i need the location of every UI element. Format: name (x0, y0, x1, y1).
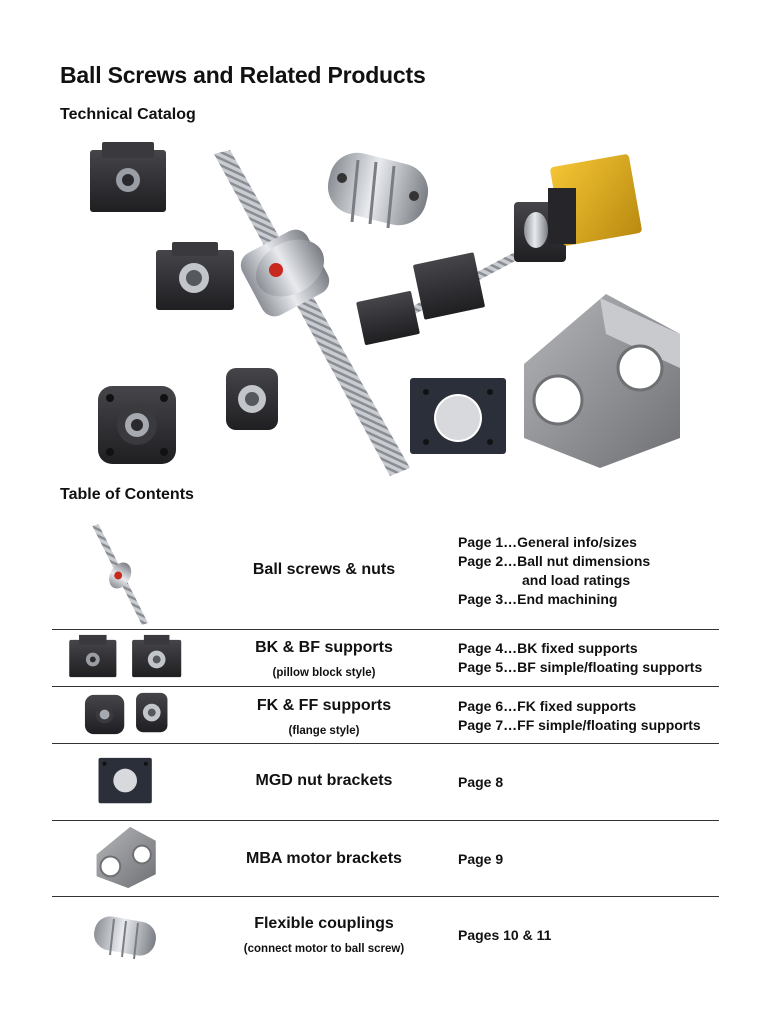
table-of-contents: Ball screws & nuts Page 1…General info/s… (52, 520, 719, 977)
coupling-icon (94, 916, 156, 960)
toc-item-name: MBA motor brackets (246, 850, 402, 867)
toc-row-mgd: MGD nut brackets Page 8 (52, 744, 719, 821)
toc-page-ref: Page 3…End machining (458, 591, 618, 607)
flange-support-icon (84, 692, 168, 735)
page-title: Ball Screws and Related Products (60, 62, 426, 88)
toc-item-name: MGD nut brackets (255, 772, 393, 789)
toc-item-name-cell: BK & BF supports (pillow block style) (224, 639, 424, 679)
motor-assembly-image (356, 154, 642, 345)
ball-screw-image (214, 150, 410, 476)
toc-row-fk-ff: FK & FF supports (flange style) Page 6…F… (52, 687, 719, 744)
toc-page-refs: Page 6…FK fixed supports Page 7…FF simpl… (458, 697, 701, 735)
toc-page-ref: Page 9 (458, 851, 504, 867)
toc-heading: Table of Contents (60, 486, 194, 503)
toc-row-couplings: Flexible couplings (connect motor to bal… (52, 897, 719, 977)
toc-page-ref: Pages 10 & 11 (458, 927, 552, 943)
toc-row-mba: MBA motor brackets Page 9 (52, 821, 719, 897)
pillow-block-icon (69, 634, 182, 678)
toc-item-name-cell: FK & FF supports (flange style) (224, 697, 424, 737)
toc-page-ref: Page 8 (458, 774, 504, 790)
toc-page-refs: Page 9 (458, 850, 503, 869)
nut-bracket-icon (98, 757, 152, 804)
toc-item-note: (pillow block style) (272, 667, 376, 679)
toc-page-refs: Page 4…BK fixed supports Page 5…BF simpl… (458, 639, 702, 677)
fk-flange-icon (98, 386, 176, 464)
toc-page-ref: Page 5…BF simple/floating supports (458, 659, 703, 675)
toc-page-ref: Page 7…FF simple/floating supports (458, 717, 701, 733)
motor-bracket-icon (96, 826, 156, 889)
bf-support-icon (156, 242, 234, 310)
page-subtitle: Technical Catalog (60, 106, 196, 123)
toc-item-name-cell: Ball screws & nuts (224, 561, 424, 579)
toc-page-ref: and load ratings (522, 572, 631, 588)
toc-row-bk-bf: BK & BF supports (pillow block style) Pa… (52, 630, 719, 687)
toc-item-name: FK & FF supports (256, 697, 392, 714)
toc-item-name-cell: MBA motor brackets (224, 850, 424, 868)
ff-flange-icon (226, 368, 278, 430)
product-collage-image (90, 142, 680, 476)
toc-item-name-cell: Flexible couplings (connect motor to bal… (224, 915, 424, 955)
flexible-coupling-icon (327, 152, 429, 229)
toc-row-ball-screws: Ball screws & nuts Page 1…General info/s… (52, 520, 719, 630)
toc-item-note: (connect motor to ball screw) (243, 943, 405, 955)
toc-page-refs: Page 1…General info/sizes Page 2…Ball nu… (458, 533, 650, 609)
ball-screw-icon (92, 523, 148, 626)
bk-support-icon (90, 142, 166, 212)
toc-item-name: Ball screws & nuts (252, 561, 396, 578)
mba-motor-bracket-icon (524, 294, 680, 468)
toc-item-note: (flange style) (288, 725, 360, 737)
toc-page-ref: Page 4…BK fixed supports (458, 640, 638, 656)
toc-page-ref: Page 6…FK fixed supports (458, 698, 637, 714)
toc-page-refs: Page 8 (458, 773, 503, 792)
mgd-nut-bracket-icon (410, 378, 506, 454)
toc-page-ref: Page 1…General info/sizes (458, 534, 637, 550)
toc-item-name: BK & BF supports (255, 639, 393, 656)
toc-item-name-cell: MGD nut brackets (224, 772, 424, 790)
toc-page-ref: Page 2…Ball nut dimensions (458, 553, 651, 569)
toc-item-name: Flexible couplings (254, 915, 394, 932)
toc-page-refs: Pages 10 & 11 (458, 926, 551, 945)
